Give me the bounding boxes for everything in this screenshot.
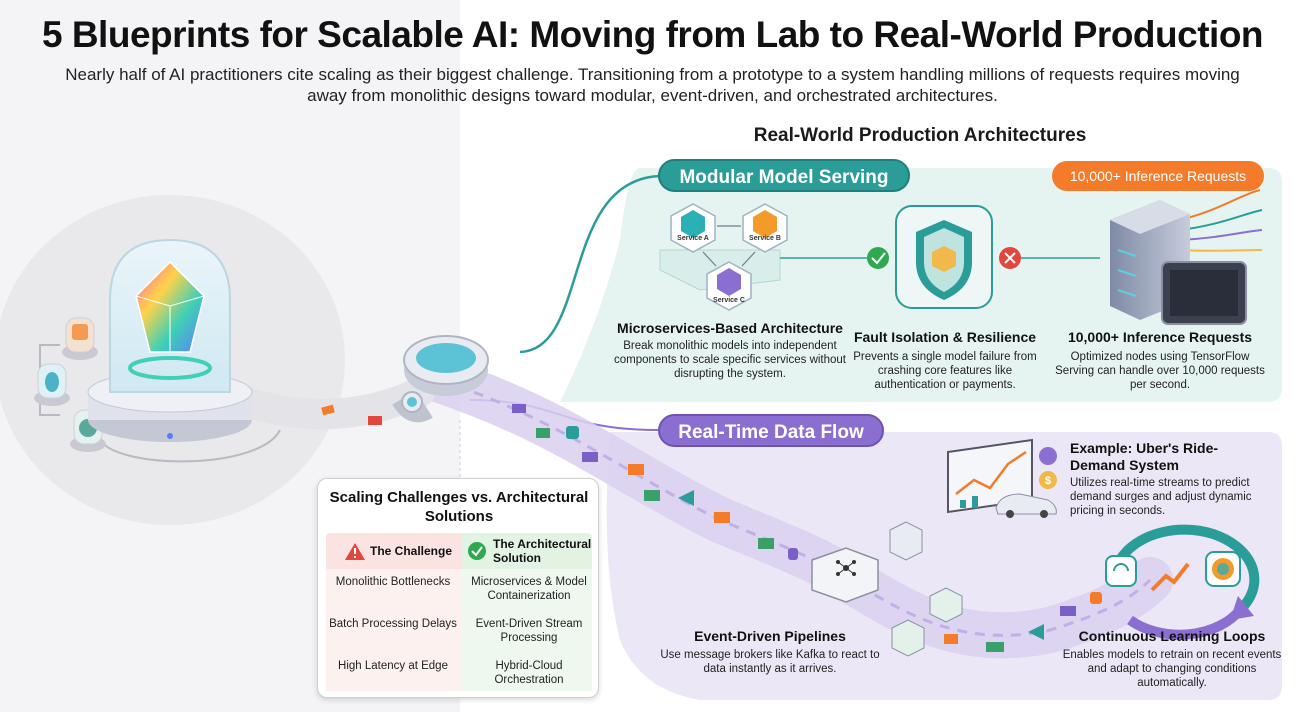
solution-header: The Architectural Solution <box>461 533 592 569</box>
data-flow-core <box>439 378 1152 637</box>
lab-ribbon <box>225 377 435 430</box>
check-icon <box>468 542 486 560</box>
teal-connector <box>519 174 661 354</box>
challenge-column <box>326 569 461 691</box>
fault-desc: Prevents a single model failure from cra… <box>853 351 1037 391</box>
modular-serving-label: Modular Model Serving <box>658 159 910 192</box>
data-packets <box>321 404 1102 652</box>
uber-dashboard: $ <box>947 438 1057 518</box>
page-subtitle: Nearly half of AI practitioners cite sca… <box>65 65 1240 105</box>
uber-desc: Utilizes real-time streams to predict de… <box>1070 477 1252 517</box>
inference-server <box>1110 189 1263 325</box>
uber-title: Example: Uber's Ride-Demand System <box>1070 440 1219 473</box>
solution-column <box>461 569 592 691</box>
fault-isolation <box>780 205 1100 309</box>
page-title: 5 Blueprints for Scalable AI: Moving fro… <box>41 14 1264 55</box>
service-a-label: Service A <box>677 235 709 242</box>
service-b-label: Service B <box>749 235 781 242</box>
table-row-3-solution: Hybrid-Cloud Orchestration <box>494 660 564 686</box>
production-section-title: Real-World Production Architectures <box>753 125 1087 146</box>
fault-block: Fault Isolation & Resilience Prevents a … <box>845 329 1045 392</box>
challenge-header-label: The Challenge <box>370 544 453 558</box>
requests-badge: 10,000+ Inference Requests <box>1052 161 1264 191</box>
realtime-panel <box>606 432 1282 700</box>
inference-desc: Optimized nodes using TensorFlow Serving… <box>1055 351 1265 391</box>
table-row-1-solution: Microservices & Model Containerization <box>471 576 587 602</box>
microservices-desc: Break monolithic models into independent… <box>613 340 847 380</box>
learning-block: Continuous Learning Loops Enables models… <box>1062 628 1282 690</box>
microservices-title: Microservices-Based Architecture <box>617 320 843 336</box>
event-desc: Use message brokers like Kafka to react … <box>660 649 880 675</box>
table-row-3-challenge: High Latency at Edge <box>338 660 448 672</box>
svg-text:$: $ <box>1045 475 1051 487</box>
solution-header-label: The Architectural Solution <box>493 537 592 565</box>
kafka-broker <box>811 521 963 657</box>
learning-loop <box>1105 524 1260 640</box>
service-mesh: Service A Service B Service C <box>659 203 788 311</box>
table-row-1-challenge: Monolithic Bottlenecks <box>335 576 451 588</box>
comparison-table: Scaling Challenges vs. Architectural Sol… <box>317 478 599 698</box>
challenge-header: The Challenge <box>326 533 461 569</box>
learning-title: Continuous Learning Loops <box>1078 628 1266 644</box>
microservices-block: Microservices-Based Architecture Break m… <box>610 320 850 381</box>
event-block: Event-Driven Pipelines Use message broke… <box>655 628 885 676</box>
event-title: Event-Driven Pipelines <box>694 628 846 644</box>
learning-desc: Enables models to retrain on recent even… <box>1062 649 1282 689</box>
comparison-title: Scaling Challenges vs. Architectural Sol… <box>329 489 589 525</box>
crystal-dome <box>87 238 253 442</box>
realtime-flow-label: Real-Time Data Flow <box>658 414 884 447</box>
table-row-2-solution: Event-Driven Stream Processing <box>475 618 583 644</box>
inference-block: 10,000+ Inference Requests Optimized nod… <box>1055 329 1265 392</box>
lens-hub <box>392 335 489 423</box>
service-c-label: Service C <box>713 297 745 304</box>
fault-title: Fault Isolation & Resilience <box>853 329 1037 345</box>
warning-icon <box>345 543 365 560</box>
table-row-2-challenge: Batch Processing Delays <box>329 618 457 630</box>
inference-title: 10,000+ Inference Requests <box>1067 329 1253 345</box>
uber-block: Example: Uber's Ride-Demand System Utili… <box>1070 440 1270 518</box>
